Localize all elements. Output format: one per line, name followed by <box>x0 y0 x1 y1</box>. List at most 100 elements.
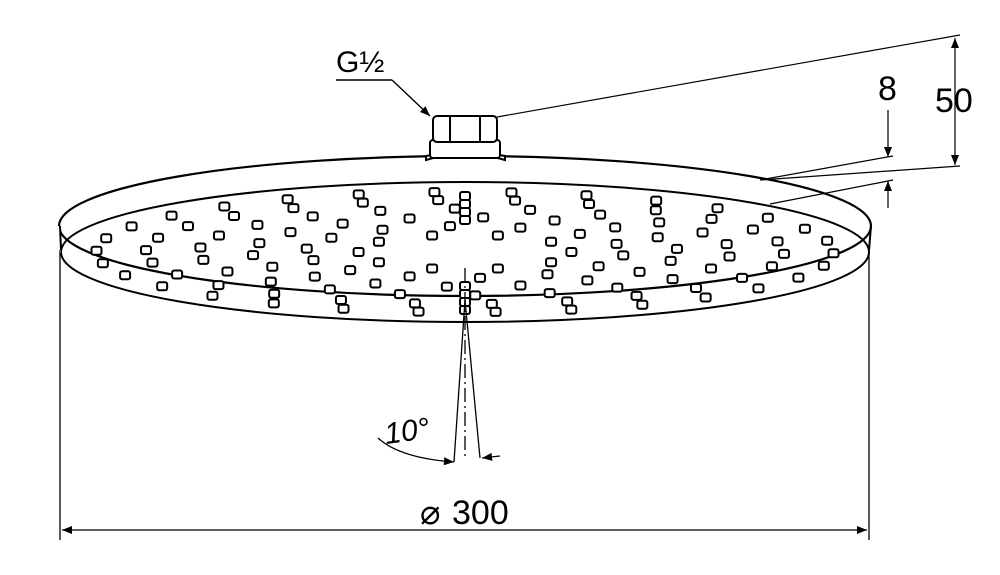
nozzle <box>218 201 231 212</box>
nozzle <box>344 265 357 276</box>
nozzle <box>459 215 471 225</box>
nozzle <box>372 236 385 247</box>
nozzle <box>119 270 132 281</box>
nozzle <box>408 298 421 309</box>
nozzle <box>352 189 365 200</box>
nozzle <box>372 257 385 268</box>
nozzle <box>491 230 504 241</box>
nozzle <box>573 228 586 239</box>
diameter-symbol: ⌀ <box>420 494 440 532</box>
nozzle <box>610 238 623 249</box>
nozzle <box>212 280 225 291</box>
nozzle <box>300 243 313 254</box>
nozzle <box>545 236 558 247</box>
nozzle <box>611 282 624 293</box>
nozzle <box>281 194 294 205</box>
nozzle <box>171 269 184 280</box>
nozzle <box>352 247 365 257</box>
nozzle <box>489 306 502 317</box>
nozzle <box>650 195 663 206</box>
dim-total-height-label: 50 <box>935 82 973 120</box>
nozzle <box>253 238 266 249</box>
nozzle <box>197 254 210 265</box>
nozzle <box>284 227 297 238</box>
dimension-plate-thickness <box>759 110 894 208</box>
nozzle <box>817 260 830 271</box>
nozzle <box>541 269 554 280</box>
nozzle <box>221 266 234 277</box>
nozzle <box>746 224 759 235</box>
plate-rim-right <box>868 225 872 251</box>
nozzle <box>96 258 109 269</box>
nozzle <box>264 276 277 287</box>
nozzle <box>583 199 596 210</box>
nozzle <box>609 222 622 233</box>
nozzle <box>268 288 281 299</box>
nozzle <box>125 221 138 232</box>
nozzle <box>594 209 607 220</box>
nozzle <box>336 218 349 229</box>
nozzle <box>194 242 207 253</box>
nozzle <box>827 248 840 259</box>
nozzle <box>633 266 646 277</box>
nozzle <box>736 272 749 283</box>
diameter-value: 300 <box>452 494 509 532</box>
nozzle <box>337 303 350 314</box>
nozzle <box>543 288 556 299</box>
dimension-tilt-angle <box>377 268 501 466</box>
nozzle <box>146 257 159 268</box>
nozzle <box>617 250 630 261</box>
nozzle <box>443 221 456 232</box>
nozzle <box>653 217 666 228</box>
nozzle <box>474 272 487 283</box>
nozzle <box>323 284 336 295</box>
nozzle <box>491 263 504 274</box>
nozzle <box>690 282 703 293</box>
nozzle <box>514 280 527 291</box>
nozzle <box>711 203 724 214</box>
nozzle <box>581 275 594 286</box>
nozzle <box>152 232 165 243</box>
nozzle <box>403 213 416 224</box>
nozzle <box>393 289 406 300</box>
nozzle <box>206 290 219 301</box>
nozzle <box>251 219 264 230</box>
nozzle <box>287 203 300 214</box>
nozzle <box>156 281 169 292</box>
nozzle <box>376 224 389 235</box>
nozzle <box>666 274 679 285</box>
nozzle <box>723 251 736 262</box>
nozzle <box>696 227 709 238</box>
nozzle <box>227 211 240 222</box>
nozzle <box>266 261 279 272</box>
nozzle <box>630 290 643 301</box>
nozzle <box>705 263 718 274</box>
nozzle <box>821 235 834 246</box>
nozzle <box>649 205 662 216</box>
thread-callout <box>336 79 431 117</box>
nozzle <box>356 197 369 208</box>
nozzle <box>247 250 260 261</box>
nozzle <box>592 261 605 272</box>
nozzle <box>459 207 471 217</box>
nozzle <box>90 245 103 256</box>
nozzle <box>432 195 445 206</box>
nozzle <box>181 221 194 232</box>
tilt-angle-label: 10° <box>382 412 432 451</box>
nozzle <box>212 230 225 241</box>
nozzle <box>412 306 425 317</box>
nozzle <box>459 191 471 201</box>
plate-rim-left <box>59 225 62 251</box>
thread-label: G½ <box>336 46 384 79</box>
nozzle <box>307 255 320 266</box>
connector-fitting <box>425 115 506 162</box>
nozzle <box>636 299 649 310</box>
nozzle <box>565 247 578 257</box>
nozzle <box>514 222 527 233</box>
nozzle <box>440 281 453 292</box>
nozzle <box>670 243 683 254</box>
nozzle <box>792 272 805 283</box>
connector-nut <box>432 115 498 143</box>
nozzle <box>369 278 382 289</box>
nozzle <box>580 190 593 201</box>
